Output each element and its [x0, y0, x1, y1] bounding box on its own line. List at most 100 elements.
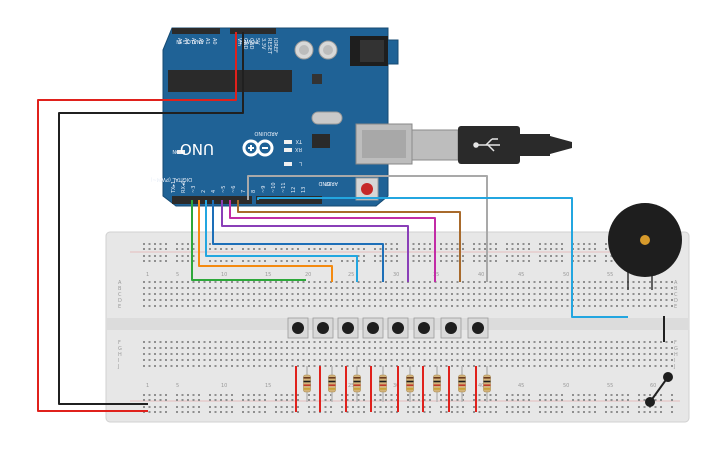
- breadboard-hole: [522, 359, 525, 361]
- breadboard-hole: [335, 365, 338, 367]
- breadboard-hole: [286, 399, 288, 401]
- breadboard-hole: [511, 255, 514, 257]
- breadboard-hole: [148, 411, 151, 413]
- board-model: UNO: [180, 140, 214, 158]
- breadboard-hole: [423, 359, 426, 361]
- column-number: 10: [221, 383, 227, 389]
- breadboard-hole: [308, 281, 310, 283]
- breadboard-hole: [434, 341, 437, 343]
- breadboard-hole: [242, 305, 244, 307]
- breadboard-hole: [374, 406, 376, 408]
- breadboard-hole: [341, 359, 343, 361]
- breadboard-hole: [489, 353, 492, 355]
- breadboard-hole: [203, 341, 206, 343]
- breadboard-hole: [143, 399, 145, 401]
- breadboard-hole: [671, 411, 673, 413]
- breadboard-hole: [275, 399, 277, 401]
- breadboard-hole: [313, 281, 316, 283]
- breadboard-hole: [258, 281, 261, 283]
- breadboard-hole: [330, 305, 332, 307]
- breadboard-hole: [511, 347, 514, 349]
- breadboard-hole: [429, 287, 431, 289]
- breadboard-hole: [176, 293, 178, 295]
- breadboard-hole: [517, 365, 519, 367]
- breadboard-hole: [341, 394, 343, 396]
- breadboard-hole: [588, 255, 591, 257]
- breadboard-hole: [291, 365, 294, 367]
- breadboard-hole: [550, 255, 552, 257]
- breadboard-hole: [165, 255, 167, 257]
- breadboard-hole: [379, 255, 382, 257]
- breadboard-hole: [489, 260, 492, 262]
- row-letter: H: [118, 352, 122, 358]
- breadboard-hole: [423, 293, 426, 295]
- breadboard-hole: [181, 305, 184, 307]
- breadboard-hole: [489, 293, 492, 295]
- breadboard-hole: [467, 347, 470, 349]
- breadboard-hole: [445, 347, 448, 349]
- breadboard-hole: [423, 399, 426, 401]
- breadboard-hole: [566, 293, 569, 295]
- breadboard-hole: [412, 365, 415, 367]
- breadboard-hole: [253, 293, 255, 295]
- breadboard-hole: [654, 341, 657, 343]
- breadboard-hole: [412, 287, 415, 289]
- breadboard-hole: [583, 365, 585, 367]
- breadboard-hole: [165, 359, 167, 361]
- breadboard-hole: [440, 293, 442, 295]
- breadboard-hole: [286, 305, 288, 307]
- breadboard-hole: [225, 248, 228, 250]
- breadboard-hole: [451, 287, 453, 289]
- breadboard-hole: [390, 248, 393, 250]
- breadboard-hole: [176, 248, 178, 250]
- row-letter: F: [674, 340, 677, 346]
- breadboard-hole: [429, 248, 431, 250]
- breadboard-hole: [341, 248, 343, 250]
- board-brand: ARDUINO: [254, 130, 278, 136]
- breadboard-hole: [462, 255, 464, 257]
- breadboard-hole: [500, 305, 503, 307]
- breadboard-hole: [654, 347, 657, 349]
- breadboard-hole: [660, 359, 662, 361]
- breadboard-hole: [302, 299, 305, 301]
- column-number: 5: [176, 272, 179, 278]
- breadboard-hole: [181, 399, 184, 401]
- resistor: [379, 366, 387, 402]
- breadboard-hole: [583, 281, 585, 283]
- breadboard-hole: [242, 399, 244, 401]
- breadboard-hole: [170, 341, 173, 343]
- breadboard-hole: [214, 287, 217, 289]
- breadboard-hole: [506, 287, 508, 289]
- breadboard-hole: [346, 353, 349, 355]
- breadboard-hole: [429, 281, 431, 283]
- breadboard-hole: [500, 365, 503, 367]
- breadboard-hole: [165, 260, 167, 262]
- breadboard-hole: [489, 359, 492, 361]
- breadboard-hole: [550, 394, 552, 396]
- breadboard-hole: [555, 394, 558, 396]
- breadboard-hole: [220, 299, 222, 301]
- breadboard-hole: [280, 287, 283, 289]
- push-button: [413, 317, 435, 339]
- breadboard-hole: [170, 305, 173, 307]
- breadboard-hole: [165, 411, 167, 413]
- breadboard-hole: [313, 299, 316, 301]
- resistor: [483, 366, 491, 402]
- breadboard-hole: [627, 299, 629, 301]
- breadboard-hole: [517, 305, 519, 307]
- breadboard-hole: [599, 353, 602, 355]
- breadboard-hole: [451, 341, 453, 343]
- breadboard-hole: [286, 299, 288, 301]
- breadboard-hole: [396, 255, 398, 257]
- breadboard-hole: [324, 341, 327, 343]
- breadboard-hole: [192, 399, 195, 401]
- breadboard-hole: [346, 305, 349, 307]
- breadboard-hole: [275, 299, 277, 301]
- breadboard-hole: [544, 365, 547, 367]
- breadboard-hole: [423, 365, 426, 367]
- breadboard-hole: [363, 260, 365, 262]
- breadboard-hole: [440, 287, 442, 289]
- breadboard-hole: [143, 255, 145, 257]
- breadboard-hole: [374, 399, 376, 401]
- breadboard-hole: [198, 299, 200, 301]
